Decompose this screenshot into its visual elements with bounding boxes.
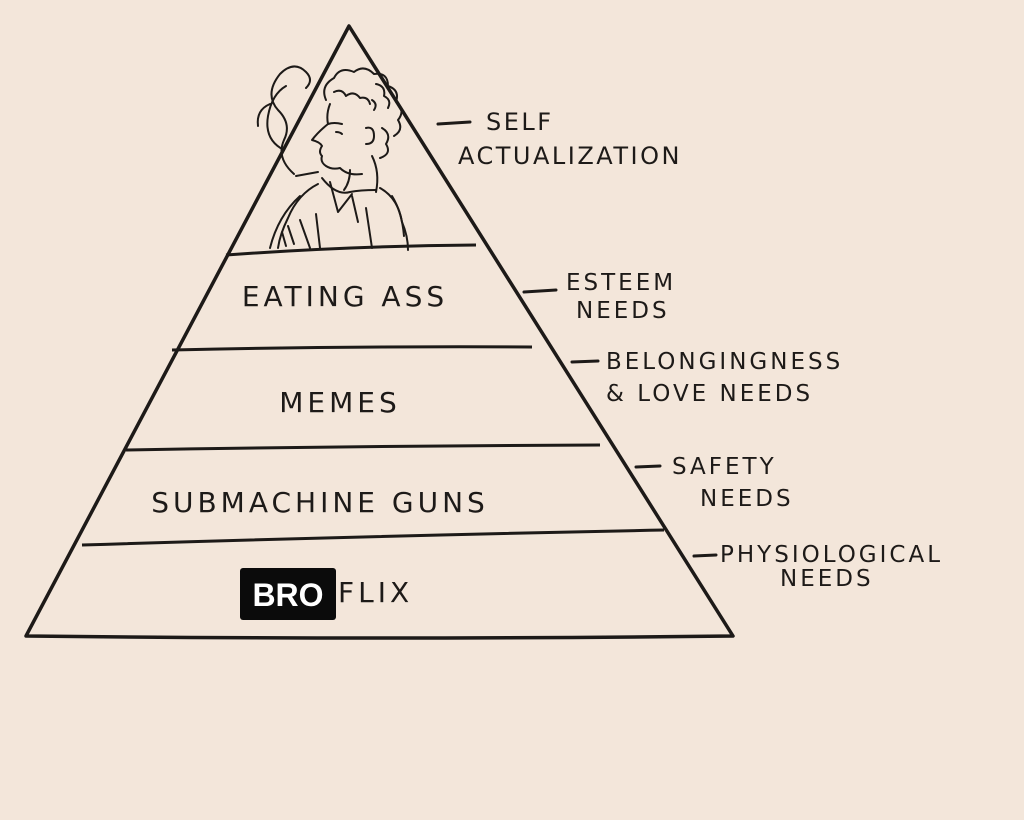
tier-label-belonging: MEMES (279, 386, 400, 419)
portrait-sketch (256, 65, 409, 251)
need-belonging-line2: & LOVE NEEDS (606, 381, 813, 407)
tier-divider (225, 243, 477, 257)
dash-self-actualization (436, 120, 472, 126)
need-self-line1: SELF (486, 108, 554, 136)
tier-label-esteem: EATING ASS (242, 280, 448, 313)
need-physiological-line1: PHYSIOLOGICAL (720, 542, 943, 568)
tier-label-physiological: FLIX (338, 576, 413, 609)
need-esteem-line1: ESTEEM (566, 270, 676, 296)
tier-divider (81, 528, 665, 547)
need-esteem-line2: NEEDS (576, 298, 670, 324)
tier-label-safety: SUBMACHINE GUNS (151, 486, 489, 519)
pyramid-outline (24, 24, 735, 640)
bro-badge-text: BRO (252, 577, 323, 613)
need-safety-line2: NEEDS (700, 486, 794, 512)
tier-divider (125, 443, 601, 452)
dash-esteem (522, 288, 558, 294)
dash-physiological (692, 553, 718, 558)
dash-belonging (570, 359, 600, 364)
need-self-line2: ACTUALIZATION (458, 142, 682, 170)
need-safety-line1: SAFETY (672, 454, 777, 480)
tier-divider (171, 345, 533, 352)
need-belonging-line1: BELONGINGNESS (606, 349, 843, 375)
bro-badge (240, 568, 336, 620)
annotation-dashes (436, 120, 718, 558)
dash-safety (634, 464, 662, 469)
need-physiological-line2: NEEDS (780, 566, 874, 592)
